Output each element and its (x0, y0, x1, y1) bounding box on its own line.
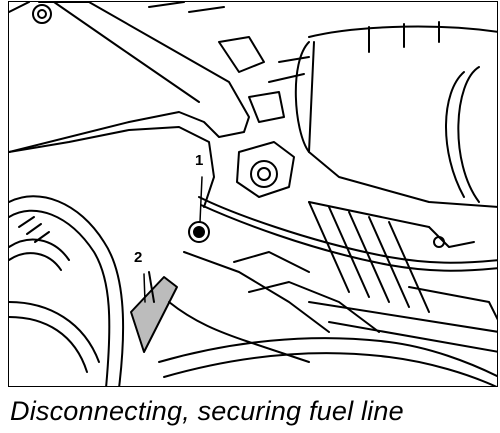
callout-2-leader (143, 273, 146, 303)
callout-1-leader (199, 176, 203, 223)
fuel-line-clip-icon (130, 276, 178, 353)
callout-2: 2 (134, 249, 142, 266)
starter-motor (308, 25, 497, 38)
figure-caption: Disconnecting, securing fuel line (10, 396, 404, 426)
engine-cover-outline (9, 2, 250, 153)
callout-1: 1 (195, 152, 203, 169)
fuel-line (198, 196, 497, 264)
screw-icon (188, 221, 210, 243)
illustration-frame: 1 2 (8, 1, 498, 387)
engine-bay-illustration: 1 2 (9, 2, 497, 386)
